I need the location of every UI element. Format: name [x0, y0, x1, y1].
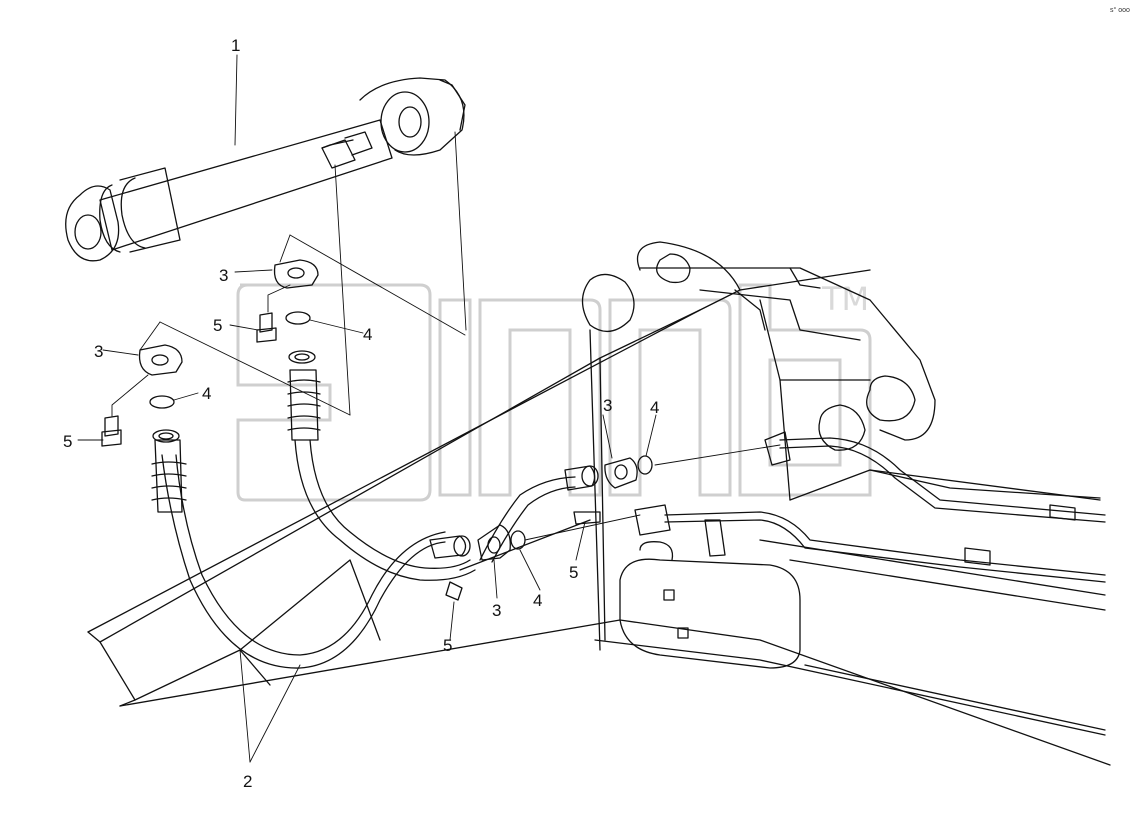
callout-4-oring-right: 4 — [650, 398, 659, 417]
callout-3-flange-top: 3 — [219, 266, 228, 285]
bolts — [101, 312, 601, 601]
pivot-bracket — [619, 504, 801, 669]
callout-3-flange-middle: 3 — [492, 601, 501, 620]
callout-4-oring-middle: 4 — [533, 591, 542, 610]
callout-3-flange-left: 3 — [94, 342, 103, 361]
callout-5-bolt-right: 5 — [569, 563, 578, 582]
watermark-trademark: TM — [821, 280, 869, 318]
hose-middle — [287, 350, 476, 581]
callout-5-bolt-middle: 5 — [443, 636, 452, 655]
flange-clamps — [138, 259, 638, 561]
hose-left — [151, 429, 471, 669]
o-rings — [149, 311, 653, 550]
callout-4-oring-top: 4 — [363, 325, 372, 344]
steel-pipes — [664, 431, 1106, 583]
callout-2-hose: 2 — [243, 772, 252, 791]
corner-mark: s° ooo — [1110, 6, 1130, 14]
callout-5-bolt-top: 5 — [213, 316, 222, 335]
leader-lines — [77, 54, 781, 763]
watermark-logo — [236, 283, 872, 502]
boom-structure — [87, 241, 1111, 766]
callout-5-bolt-left: 5 — [63, 432, 72, 451]
hydraulic-cylinder — [65, 77, 466, 262]
callout-1-cylinder: 1 — [231, 36, 240, 55]
callout-3-flange-right: 3 — [603, 396, 612, 415]
callout-4-oring-left: 4 — [202, 384, 211, 403]
hose-right — [479, 465, 599, 563]
